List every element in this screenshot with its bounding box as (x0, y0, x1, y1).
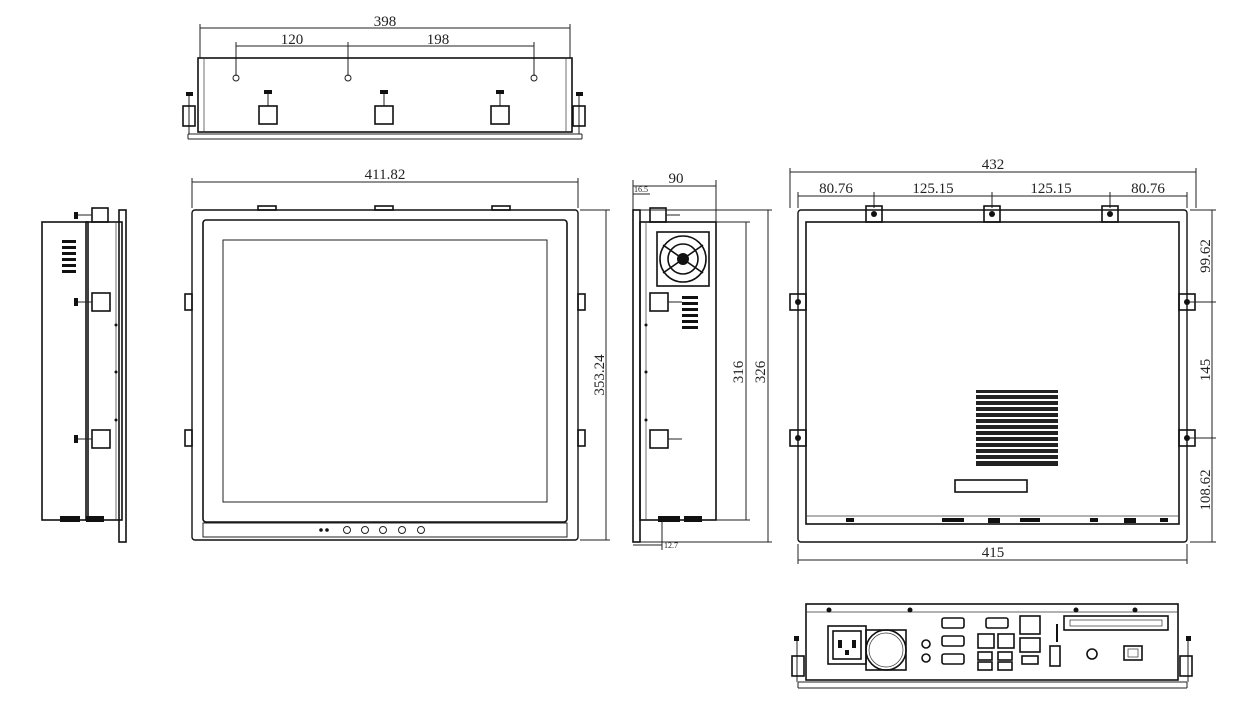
left-side-view (41, 207, 127, 543)
usb-port-icon (997, 661, 1013, 671)
rear-middle-spacing-dim: 145 (1198, 359, 1214, 382)
rear-bottom-offset-dim: 108.62 (1198, 469, 1214, 510)
audio-jack-icon (921, 653, 931, 663)
knockout-plate (865, 629, 907, 671)
side-vent (682, 296, 698, 329)
side-flange-dim: 16.5 (634, 185, 648, 194)
serial-port-icon (985, 617, 1009, 629)
side-bottom-dim: 12.7 (664, 541, 678, 550)
top-side-clamp-left (182, 92, 196, 134)
rear-top-offset-dim: 99.62 (1198, 239, 1214, 273)
serial-port-icon (941, 653, 965, 665)
power-inlet-icon (827, 625, 867, 665)
rear-spacing-3: 125.15 (1030, 181, 1071, 197)
rear-spacing-2: 125.15 (912, 181, 953, 197)
side-inner-height-dim: 316 (731, 360, 747, 383)
rear-vent-grille (976, 390, 1058, 466)
top-width-dim: 398 (374, 14, 397, 30)
top-clamp-2 (374, 90, 394, 125)
hdmi-port-icon (1049, 645, 1061, 667)
top-left-gap-dim: 120 (281, 32, 304, 48)
power-switch-icon (1123, 645, 1143, 661)
top-clamp-3 (490, 90, 510, 125)
rear-spacing-1: 80.76 (819, 181, 853, 197)
front-view: 411.82 353.24 (184, 167, 610, 541)
audio-jack-icon (921, 639, 931, 649)
rear-handle (954, 479, 1028, 493)
vga-port-icon (1019, 637, 1041, 653)
serial-port-icon (941, 617, 965, 629)
rear-width-dim: 432 (982, 157, 1005, 173)
usb-port-icon (977, 661, 993, 671)
fan-icon (656, 231, 710, 287)
top-side-clamp-right (572, 92, 586, 134)
rear-spacing-4: 80.76 (1131, 181, 1165, 197)
dc-jack-icon (1086, 648, 1098, 660)
io-panel-view (791, 603, 1193, 689)
right-side-view: 90 16.5 (632, 171, 772, 550)
front-height-dim: 353.24 (592, 354, 608, 396)
usb-port-icon (997, 651, 1013, 661)
top-clamp-1 (258, 90, 278, 125)
side-outer-height-dim: 326 (753, 360, 769, 383)
rear-bottom-width-dim: 415 (982, 545, 1005, 561)
expansion-slot (1063, 615, 1169, 631)
lan-port-icon (977, 633, 995, 649)
lan-port-icon (997, 633, 1015, 649)
rear-view: 432 80.76 125.15 125.15 80.76 (789, 157, 1216, 564)
front-width-dim: 411.82 (365, 167, 406, 183)
side-depth-dim: 90 (669, 171, 684, 187)
usb-stack-icon (1019, 615, 1041, 635)
usb-port-icon (977, 651, 993, 661)
top-view: 398 120 198 (182, 14, 586, 140)
left-vent (62, 240, 76, 273)
serial-port-icon (941, 635, 965, 647)
top-right-gap-dim: 198 (427, 32, 450, 48)
displayport-icon (1021, 655, 1039, 665)
